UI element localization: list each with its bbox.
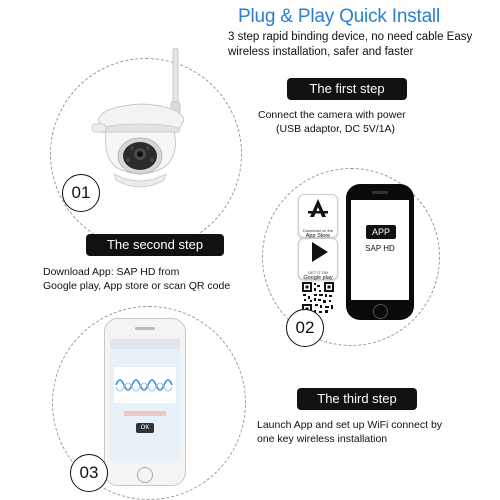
step1-number: 01 (62, 174, 100, 212)
app-badge: APP (365, 224, 397, 240)
wifi-wave-graphic (114, 367, 176, 403)
app-store-icon (308, 199, 328, 217)
app-store-small: Download on the (302, 228, 334, 233)
step2-desc-line1: Download App: SAP HD from (43, 266, 180, 278)
phone-black: APP SAP HD (346, 184, 414, 320)
phone-white-screen: OK (110, 339, 180, 461)
step3-desc-line1: Launch App and set up WiFi connect by (257, 419, 443, 431)
google-play-label: Google play (303, 275, 333, 281)
google-play-small: GET IT ON (308, 270, 328, 275)
google-play-badge[interactable]: GET IT ON Google play (298, 238, 338, 281)
step2-number: 02 (286, 309, 324, 347)
page-subtitle: 3 step rapid binding device, no need cab… (228, 31, 473, 58)
step1-pill: The first step (287, 78, 407, 100)
page-title: Plug & Play Quick Install (238, 6, 440, 27)
phone-white-home-button (137, 467, 153, 483)
phone-home-button (373, 304, 388, 319)
screen-text-bar (124, 411, 166, 416)
step3-pill: The third step (297, 388, 417, 410)
camera-image (91, 48, 185, 188)
step3-desc-line2: one key wireless installation (257, 433, 388, 445)
step1-desc-line1: Connect the camera with power (258, 109, 406, 121)
step1-desc-line2: (USB adaptor, DC 5V/1A) (276, 123, 396, 135)
phone-white: OK (104, 318, 186, 486)
app-store-label: App Store (305, 233, 331, 239)
screen-ok-button[interactable]: OK (136, 423, 154, 433)
phone-white-speaker (135, 327, 155, 330)
step2-desc-line2: Google play, App store or scan QR code (43, 280, 231, 292)
phone-speaker (372, 191, 388, 194)
step2-pill: The second step (86, 234, 224, 256)
app-store-badge[interactable]: Download on the App Store (298, 194, 338, 239)
phone-screen: APP SAP HD (351, 200, 409, 300)
google-play-icon (312, 242, 328, 262)
screen-header-bar (110, 339, 180, 349)
step3-number: 03 (70, 454, 108, 492)
app-name: SAP HD (365, 244, 395, 253)
